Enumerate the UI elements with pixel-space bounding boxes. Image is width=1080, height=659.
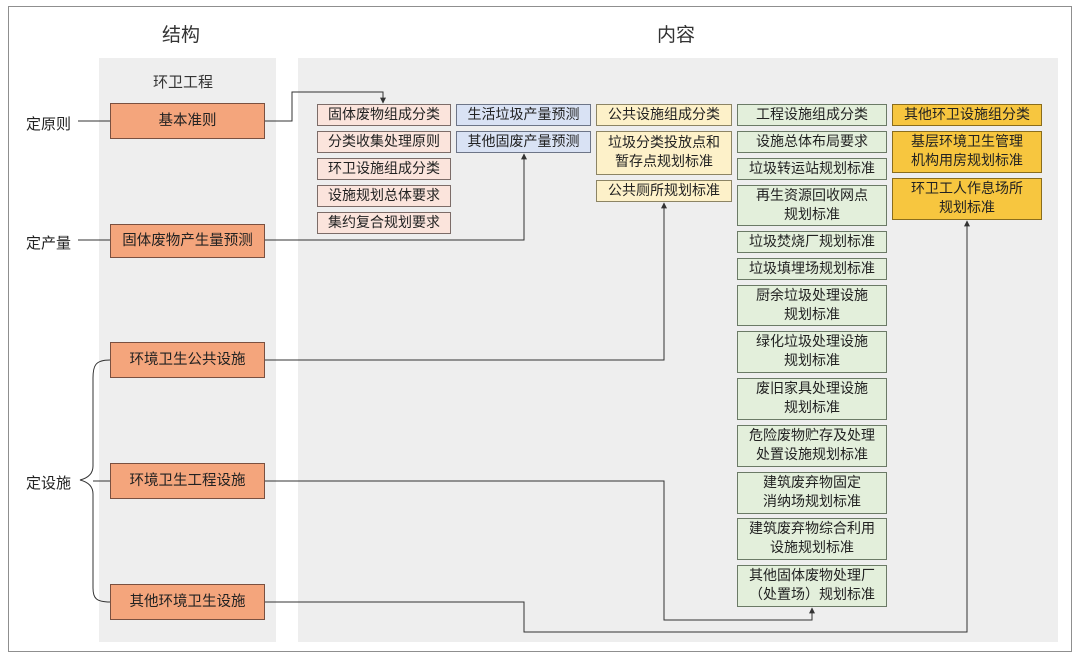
engineering-item: 设施总体布局要求 bbox=[737, 131, 887, 153]
engineering-item: 垃圾转运站规划标准 bbox=[737, 158, 887, 180]
side-label-output: 定产量 bbox=[26, 234, 72, 252]
output-item: 其他固废产量预测 bbox=[456, 131, 591, 153]
public-item: 公共设施组成分类 bbox=[596, 104, 732, 126]
principle-item: 设施规划总体要求 bbox=[317, 185, 451, 207]
engineering-item: 其他固体废物处理厂 （处置场）规划标准 bbox=[737, 565, 887, 607]
principle-item: 集约复合规划要求 bbox=[317, 212, 451, 234]
engineering-item: 工程设施组成分类 bbox=[737, 104, 887, 126]
public-item: 公共厕所规划标准 bbox=[596, 180, 732, 202]
engineering-item: 厨余垃圾处理设施 规划标准 bbox=[737, 285, 887, 326]
structure-item-output: 固体废物产生量预测 bbox=[110, 224, 265, 258]
principle-item: 环卫设施组成分类 bbox=[317, 158, 451, 180]
engineering-item: 绿化垃圾处理设施 规划标准 bbox=[737, 331, 887, 373]
output-item: 生活垃圾产量预测 bbox=[456, 104, 591, 126]
other-item: 基层环境卫生管理 机构用房规划标准 bbox=[892, 131, 1042, 173]
side-label-principle: 定原则 bbox=[26, 115, 72, 133]
engineering-item: 垃圾焚烧厂规划标准 bbox=[737, 231, 887, 253]
principle-item: 固体废物组成分类 bbox=[317, 104, 451, 126]
content-header: 内容 bbox=[657, 24, 696, 46]
panel-title: 环卫工程 bbox=[153, 73, 214, 91]
public-item: 垃圾分类投放点和 暂存点规划标准 bbox=[596, 131, 732, 175]
structure-item-engineering: 环境卫生工程设施 bbox=[110, 463, 265, 499]
engineering-item: 废旧家具处理设施 规划标准 bbox=[737, 378, 887, 420]
structure-item-principles: 基本准则 bbox=[110, 103, 265, 139]
structure-item-public: 环境卫生公共设施 bbox=[110, 342, 265, 378]
engineering-item: 危险废物贮存及处理 处置设施规划标准 bbox=[737, 425, 887, 467]
principle-item: 分类收集处理原则 bbox=[317, 131, 451, 153]
structure-item-other: 其他环境卫生设施 bbox=[110, 584, 265, 620]
engineering-item: 再生资源回收网点 规划标准 bbox=[737, 185, 887, 226]
other-item: 环卫工人作息场所 规划标准 bbox=[892, 178, 1042, 220]
other-item: 其他环卫设施组分类 bbox=[892, 104, 1042, 126]
structure-header: 结构 bbox=[162, 24, 201, 46]
engineering-item: 建筑废弃物综合利用 设施规划标准 bbox=[737, 518, 887, 560]
engineering-item: 建筑废弃物固定 消纳场规划标准 bbox=[737, 472, 887, 514]
side-label-facilities: 定设施 bbox=[26, 474, 72, 492]
engineering-item: 垃圾填埋场规划标准 bbox=[737, 258, 887, 280]
